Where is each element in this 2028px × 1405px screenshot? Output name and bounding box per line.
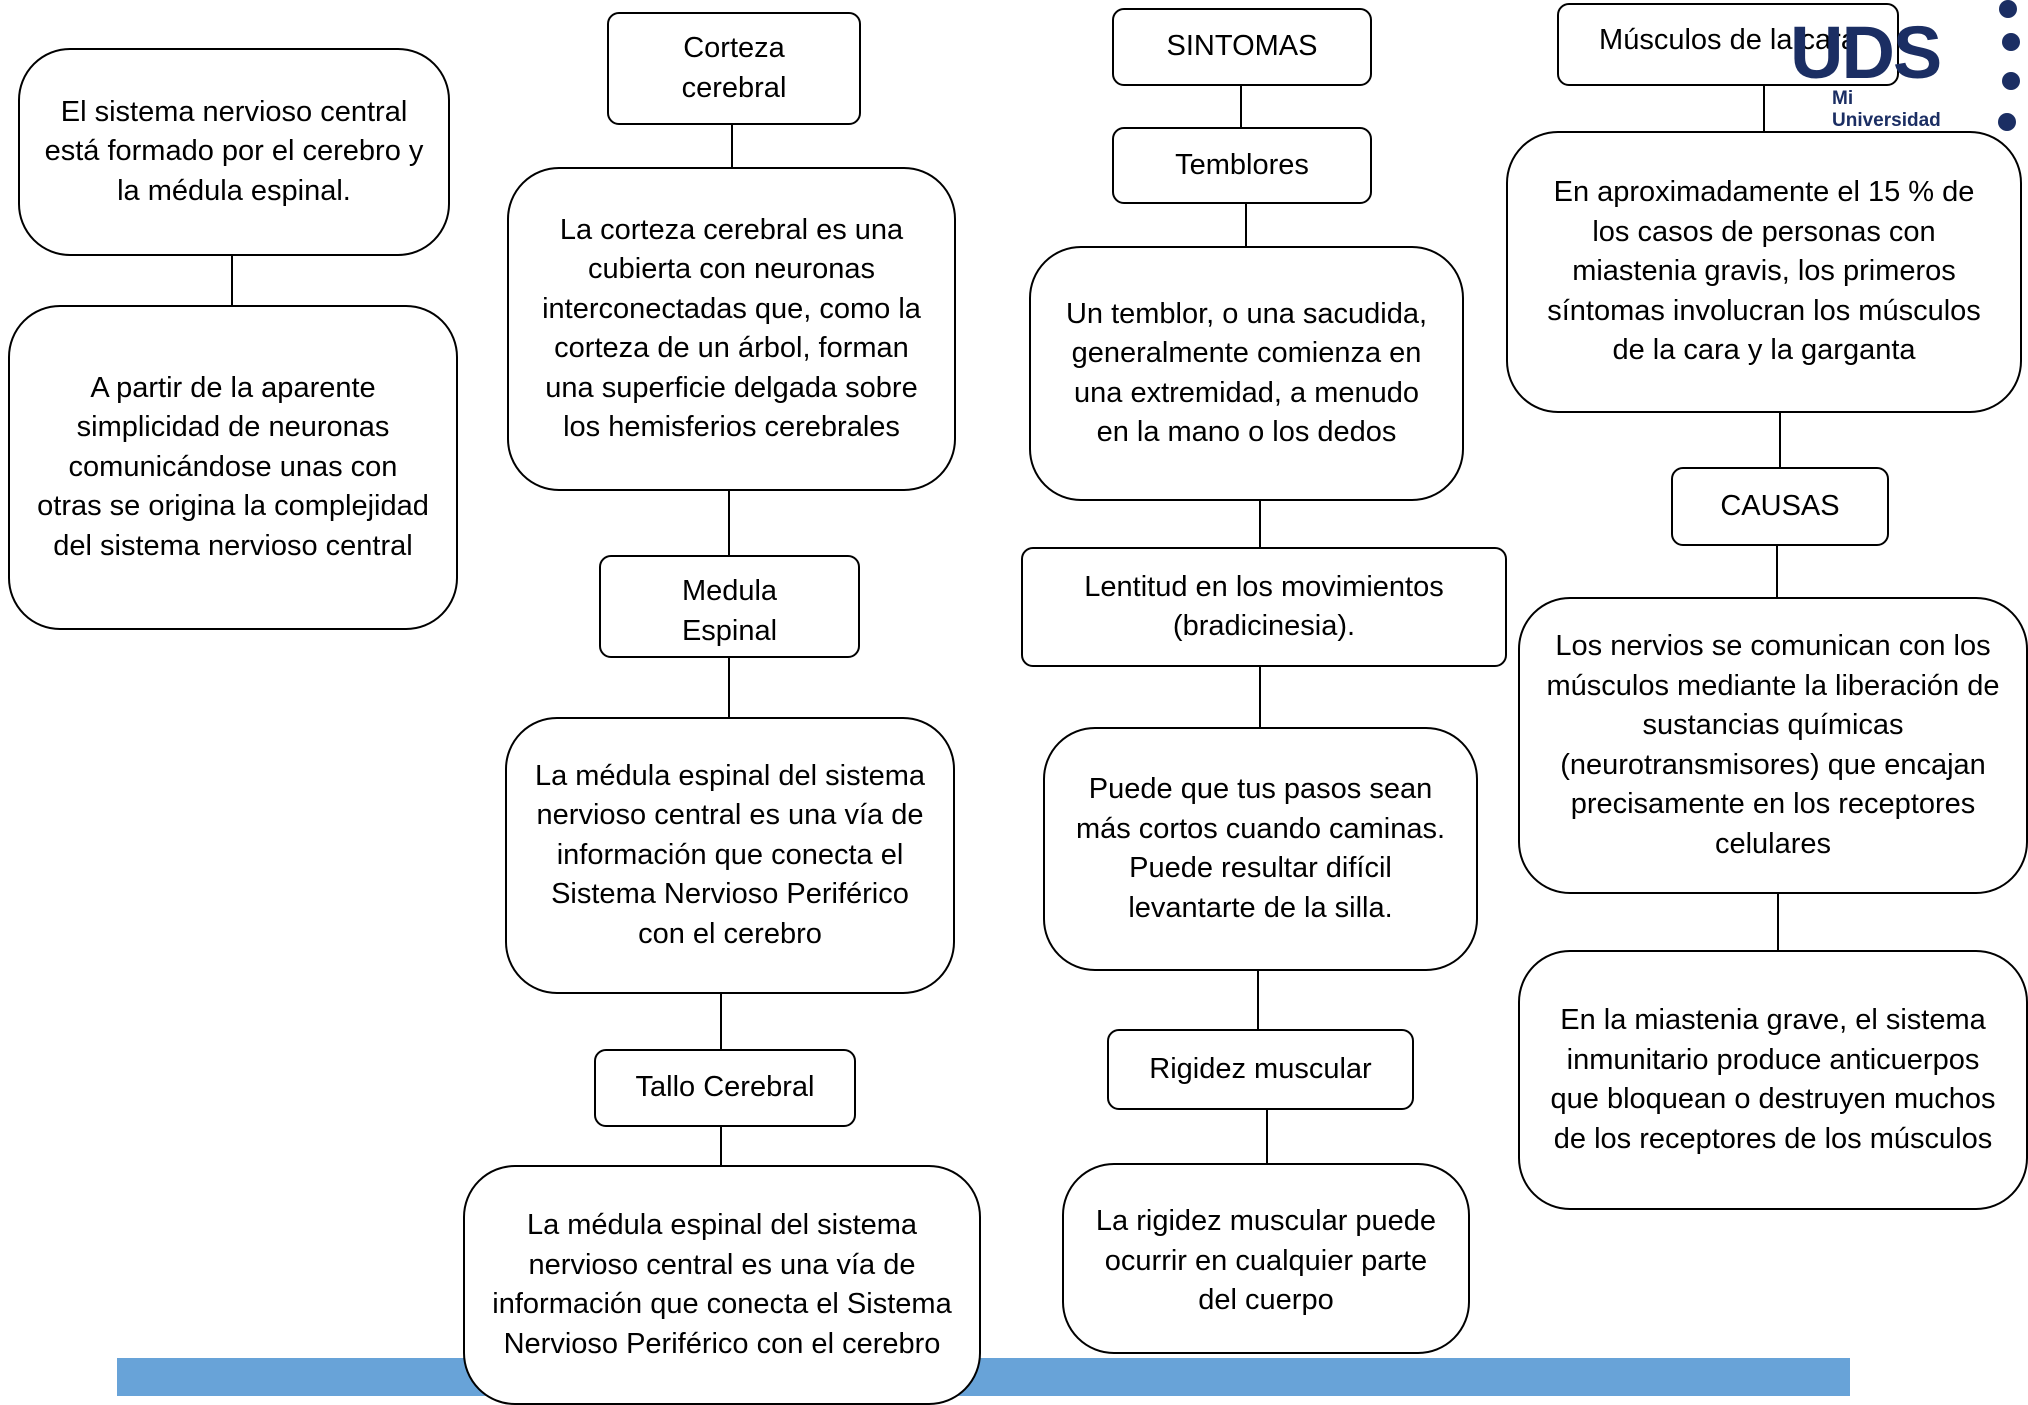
rigidez-desc: La rigidez muscular puede ocurrir en cua…	[1095, 1205, 1437, 1317]
connector-line	[1257, 970, 1259, 1030]
causas-title: CAUSAS	[1720, 489, 1840, 522]
tallo-title: Tallo Cerebral	[635, 1071, 815, 1104]
pasos-desc: Puede que tus pasos sean más cortos cuan…	[1075, 773, 1446, 924]
logo-dot	[1999, 0, 2017, 18]
causas-desc: Los nervios se comunican con los músculo…	[1546, 630, 2000, 860]
connector-line	[1245, 203, 1247, 247]
sintomas-title-box: SINTOMAS	[1112, 8, 1372, 86]
connector-line	[720, 993, 722, 1050]
logo-dot	[2002, 72, 2020, 90]
temblores-desc: Un temblor, o una sacudida, generalmente…	[1065, 297, 1428, 449]
connector-line	[231, 255, 233, 307]
connector-line	[1259, 500, 1261, 548]
cns-complexity-box: A partir de la aparente simplicidad de n…	[8, 305, 458, 630]
musculos-desc: En aproximadamente el 15 % de los casos …	[1547, 176, 1981, 367]
sintomas-title: SINTOMAS	[1166, 30, 1318, 63]
lentitud-text: Lentitud en los movimientos (bradicinesi…	[1084, 570, 1444, 643]
connector-line	[728, 657, 730, 718]
uds-logo-text: UDS	[1790, 11, 1942, 94]
logo-dot	[1998, 113, 2016, 131]
temblores-desc-box: Un temblor, o una sacudida, generalmente…	[1029, 246, 1464, 501]
logo-dot	[2002, 33, 2020, 51]
musculos-desc-box: En aproximadamente el 15 % de los casos …	[1506, 131, 2022, 413]
uds-logo-tagline: Mi Universidad	[1832, 88, 1941, 131]
miastenia-desc: En la miastenia grave, el sistema inmuni…	[1550, 1004, 1996, 1155]
musculos-title: Músculos de la cara	[1599, 24, 1857, 56]
tallo-desc: La médula espinal del sistema nervioso c…	[492, 1209, 952, 1360]
miastenia-desc-box: En la miastenia grave, el sistema inmuni…	[1518, 950, 2028, 1210]
connector-line	[731, 124, 733, 168]
footer-band	[117, 1358, 1850, 1396]
cns-definition-box: El sistema nervioso central está formado…	[18, 48, 450, 256]
connector-line	[1776, 545, 1778, 599]
musculos-title-box: Músculos de la cara	[1557, 3, 1899, 86]
corteza-desc-box: La corteza cerebral es una cubierta con …	[507, 167, 956, 491]
temblores-title-box: Temblores	[1112, 127, 1372, 204]
connector-line	[1779, 412, 1781, 468]
medula-desc-box: La médula espinal del sistema nervioso c…	[505, 717, 955, 994]
rigidez-title: Rigidez muscular	[1149, 1052, 1372, 1085]
medula-title: Medula Espinal	[681, 575, 778, 647]
connector-line	[728, 490, 730, 556]
medula-title-box: Medula Espinal	[599, 555, 860, 658]
tallo-title-box: Tallo Cerebral	[594, 1049, 856, 1127]
medula-desc: La médula espinal del sistema nervioso c…	[534, 759, 926, 950]
rigidez-title-box: Rigidez muscular	[1107, 1029, 1414, 1110]
corteza-desc: La corteza cerebral es una cubierta con …	[542, 213, 921, 444]
rigidez-desc-box: La rigidez muscular puede ocurrir en cua…	[1062, 1163, 1470, 1354]
connector-line	[1266, 1109, 1268, 1164]
cns-definition-text: El sistema nervioso central está formado…	[44, 95, 424, 207]
cns-complexity-text: A partir de la aparente simplicidad de n…	[37, 371, 429, 562]
lentitud-box: Lentitud en los movimientos (bradicinesi…	[1021, 547, 1507, 667]
corteza-title-box: Corteza cerebral	[607, 12, 861, 125]
corteza-title: Corteza cerebral	[681, 32, 787, 104]
connector-line	[1777, 893, 1779, 952]
causas-desc-box: Los nervios se comunican con los músculo…	[1518, 597, 2028, 894]
temblores-title: Temblores	[1175, 148, 1309, 181]
tallo-desc-box: La médula espinal del sistema nervioso c…	[463, 1165, 981, 1405]
pasos-desc-box: Puede que tus pasos sean más cortos cuan…	[1043, 727, 1478, 971]
causas-title-box: CAUSAS	[1671, 467, 1889, 546]
connector-line	[1259, 666, 1261, 728]
connector-line	[720, 1126, 722, 1166]
connector-line	[1763, 85, 1765, 132]
connector-line	[1240, 85, 1242, 128]
